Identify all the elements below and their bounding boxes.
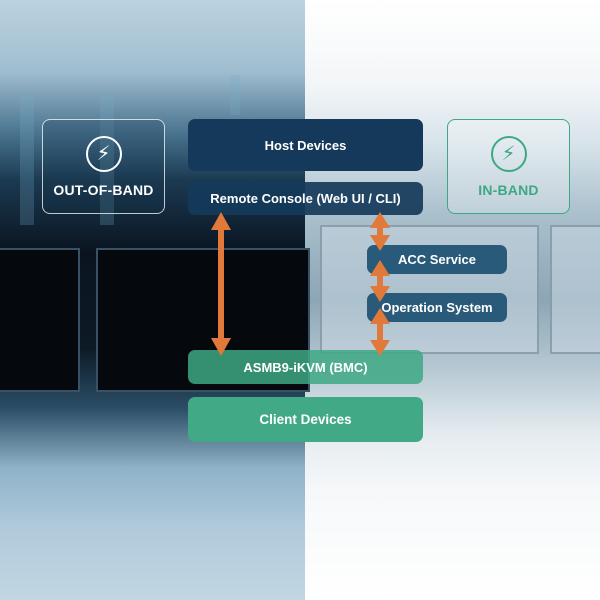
lightning-bolt-icon: ⚡︎ <box>490 135 527 172</box>
server-rack-decor <box>230 75 240 115</box>
lightning-bolt-icon: ⚡︎ <box>85 135 122 172</box>
remote-console-node: Remote Console (Web UI / CLI) <box>188 182 423 215</box>
out-of-band-panel: ⚡︎ OUT-OF-BAND <box>42 119 165 214</box>
monitor-decor <box>550 225 600 354</box>
acc-service-node: ACC Service <box>367 245 507 274</box>
operation-system-node: Operation System <box>367 293 507 322</box>
in-band-label: IN-BAND <box>478 181 539 198</box>
monitor-decor <box>0 248 80 392</box>
asmb9-ikvm-node: ASMB9-iKVM (BMC) <box>188 350 423 384</box>
host-devices-node: Host Devices <box>188 119 423 171</box>
out-of-band-label: OUT-OF-BAND <box>53 181 154 198</box>
in-band-panel: ⚡︎ IN-BAND <box>447 119 570 214</box>
client-devices-node: Client Devices <box>188 397 423 442</box>
server-rack-decor <box>20 95 34 225</box>
